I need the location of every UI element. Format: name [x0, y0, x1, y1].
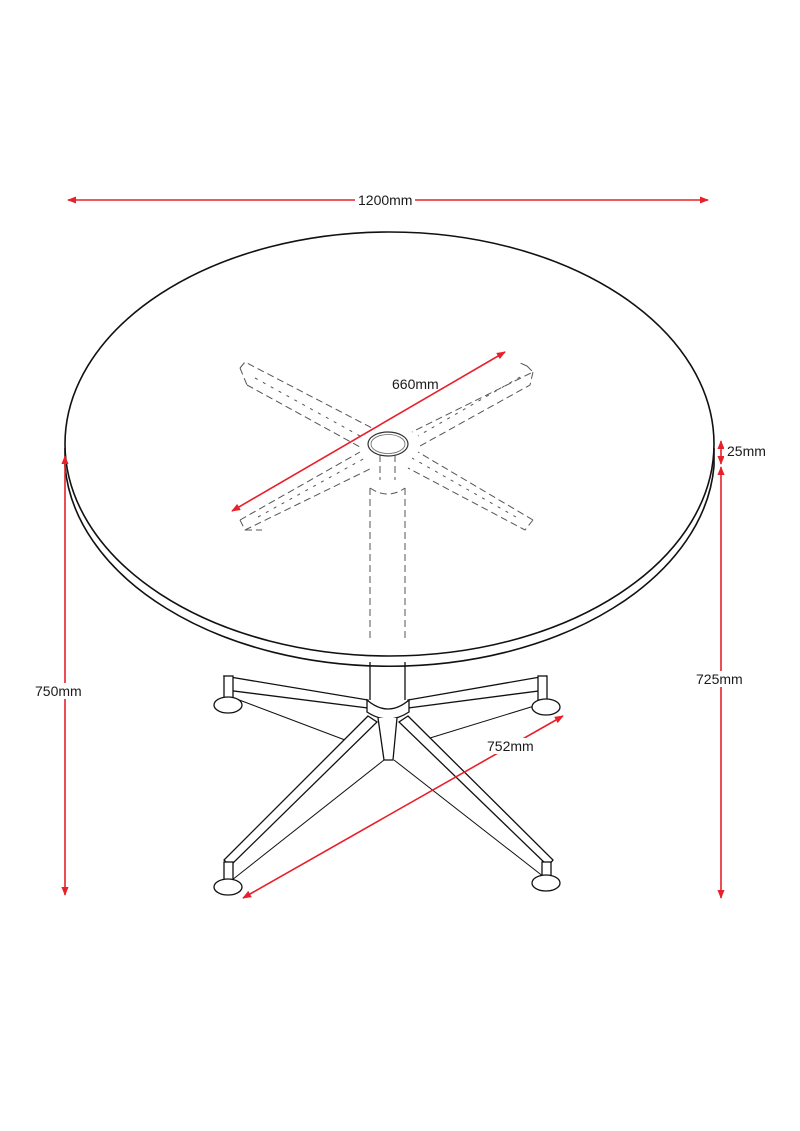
- star-base: [213, 675, 561, 896]
- foot-back-right: [531, 698, 561, 716]
- label-top-diameter: 1200mm: [355, 192, 416, 208]
- foot-front-right: [531, 874, 561, 892]
- label-top-thickness: 25mm: [724, 443, 769, 459]
- label-base-span: 752mm: [484, 738, 537, 754]
- dim-line-660: [231, 351, 506, 512]
- label-frame-span: 660mm: [392, 376, 439, 392]
- foot-back-left: [213, 696, 243, 714]
- tabletop-surface: [64, 231, 715, 657]
- foot-front-left: [213, 878, 243, 896]
- tabletop: [64, 231, 715, 668]
- label-base-height: 725mm: [693, 671, 746, 687]
- column: [369, 662, 406, 700]
- label-overall-height: 750mm: [32, 683, 85, 699]
